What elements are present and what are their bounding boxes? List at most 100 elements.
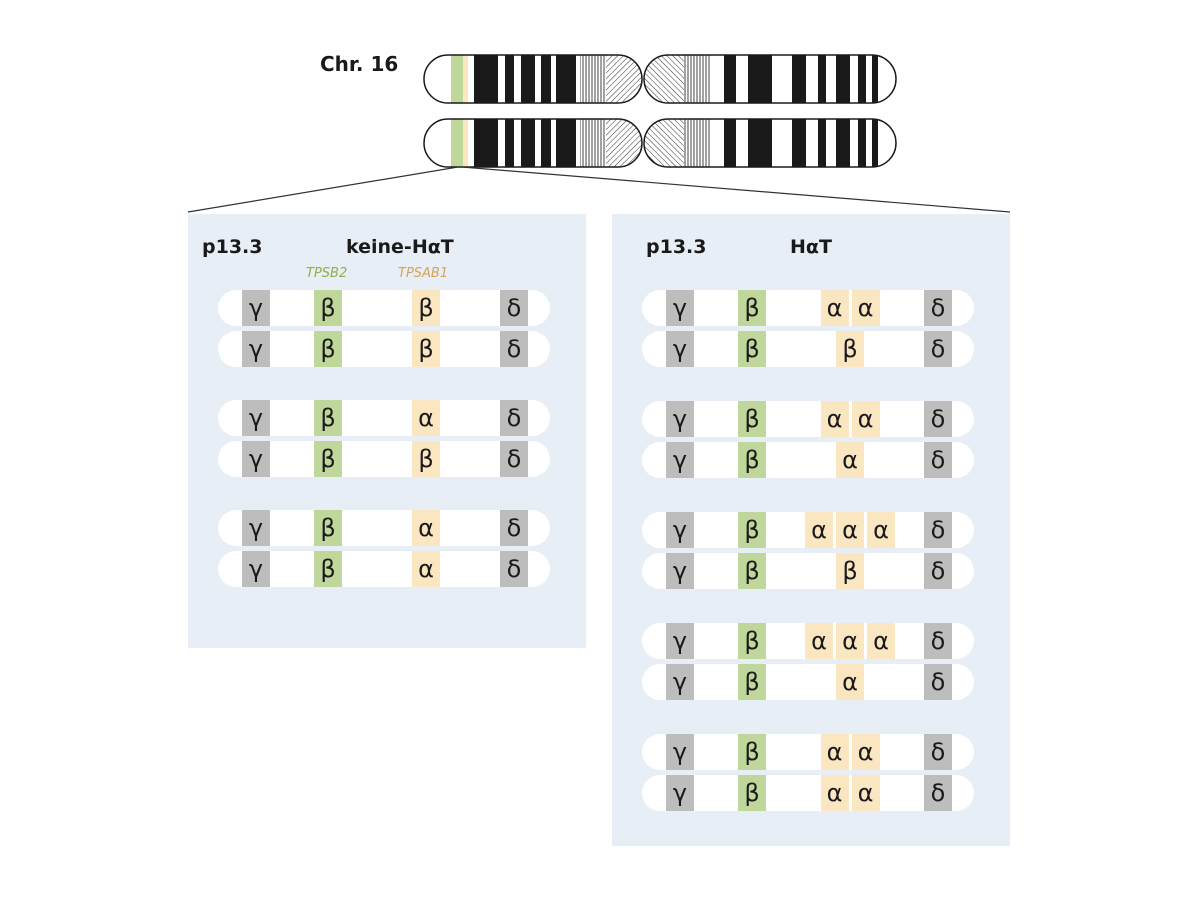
tpsab1-gene-group: α [412,551,440,587]
tpsab1-alpha-copy: α [851,734,880,770]
tpsab1-alpha-copy: α [820,775,849,811]
tpsb2-beta-gene: β [738,734,766,770]
tpsb2-beta-gene: β [738,664,766,700]
panel-title: keine-HαT [346,236,454,258]
tpsab1-alpha-copy: α [851,290,880,326]
tpsb2-beta-gene: β [738,553,766,589]
tpsd1-delta-gene: δ [500,510,528,546]
tpsg1-gamma-gene: γ [666,623,694,659]
tpsd1-delta-gene: δ [924,290,952,326]
tpsab1-alpha-copy: α [412,510,440,546]
tpsg1-gamma-gene: γ [666,401,694,437]
tpsg1-gamma-gene: γ [666,290,694,326]
panel-title: HαT [790,236,832,258]
tpsg1-gamma-gene: γ [666,664,694,700]
tpsb2-beta-gene: β [738,775,766,811]
tpsab1-gene-group: β [412,441,440,477]
zoom-line-right [461,166,1011,213]
zoom-line-left [187,166,459,213]
tpsg1-gamma-gene: γ [242,290,270,326]
tpsab1-alpha-copy: α [851,401,880,437]
tpsab1-gene-group: α [412,400,440,436]
tpsg1-gamma-gene: γ [666,553,694,589]
tpsg1-gamma-gene: γ [242,400,270,436]
tpsab1-alpha-copy: α [820,401,849,437]
tpsb2-beta-gene: β [314,510,342,546]
tpsg1-gamma-gene: γ [242,551,270,587]
tpsab1-alpha-copy: α [412,551,440,587]
tpsg1-gamma-gene: γ [666,775,694,811]
tpsb2-beta-gene: β [738,331,766,367]
tpsd1-delta-gene: δ [500,331,528,367]
tpsab1-alpha-copy: α [805,512,833,548]
tpsg1-gamma-gene: γ [666,331,694,367]
tpsb2-beta-gene: β [314,551,342,587]
tpsab1-beta-copy: β [412,441,440,477]
tpsd1-delta-gene: δ [500,441,528,477]
band-label: p13.3 [646,236,707,258]
tpsab1-beta-copy: β [412,290,440,326]
tpsab1-alpha-copy: α [805,623,833,659]
tpsab1-gene-group: α [836,664,864,700]
tpsab1-alpha-copy: α [412,400,440,436]
tpsd1-delta-gene: δ [924,775,952,811]
tpsg1-gamma-gene: γ [666,734,694,770]
tpsg1-gamma-gene: γ [242,331,270,367]
tpsab1-gene-group: β [412,331,440,367]
tpsd1-delta-gene: δ [924,442,952,478]
tpsb2-beta-gene: β [314,400,342,436]
tpsab1-gene-group: β [412,290,440,326]
tpsb2-beta-gene: β [738,512,766,548]
tpsb2-beta-gene: β [738,623,766,659]
tpsab1-alpha-copy: α [836,664,864,700]
tpsg1-gamma-gene: γ [666,512,694,548]
tpsab1-alpha-copy: α [836,623,864,659]
tpsb2-beta-gene: β [738,442,766,478]
tpsab1-gene-group: β [836,553,864,589]
chromosome-lower [423,118,897,168]
tpsab1-gene-group: α [412,510,440,546]
tpsab1-alpha-copy: α [820,734,849,770]
tpsab1-beta-copy: β [836,553,864,589]
tpsd1-delta-gene: δ [924,623,952,659]
tpsd1-delta-gene: δ [924,553,952,589]
tpsb2-beta-gene: β [314,441,342,477]
tpsab1-alpha-copy: α [836,512,864,548]
tpsd1-delta-gene: δ [924,664,952,700]
tpsd1-delta-gene: δ [924,401,952,437]
gene-label-tpsb2: TPSB2 [306,266,348,281]
band-label: p13.3 [202,236,263,258]
chromosome-label: Chr. 16 [320,52,399,76]
tpsg1-gamma-gene: γ [242,441,270,477]
tpsab1-alpha-copy: α [820,290,849,326]
